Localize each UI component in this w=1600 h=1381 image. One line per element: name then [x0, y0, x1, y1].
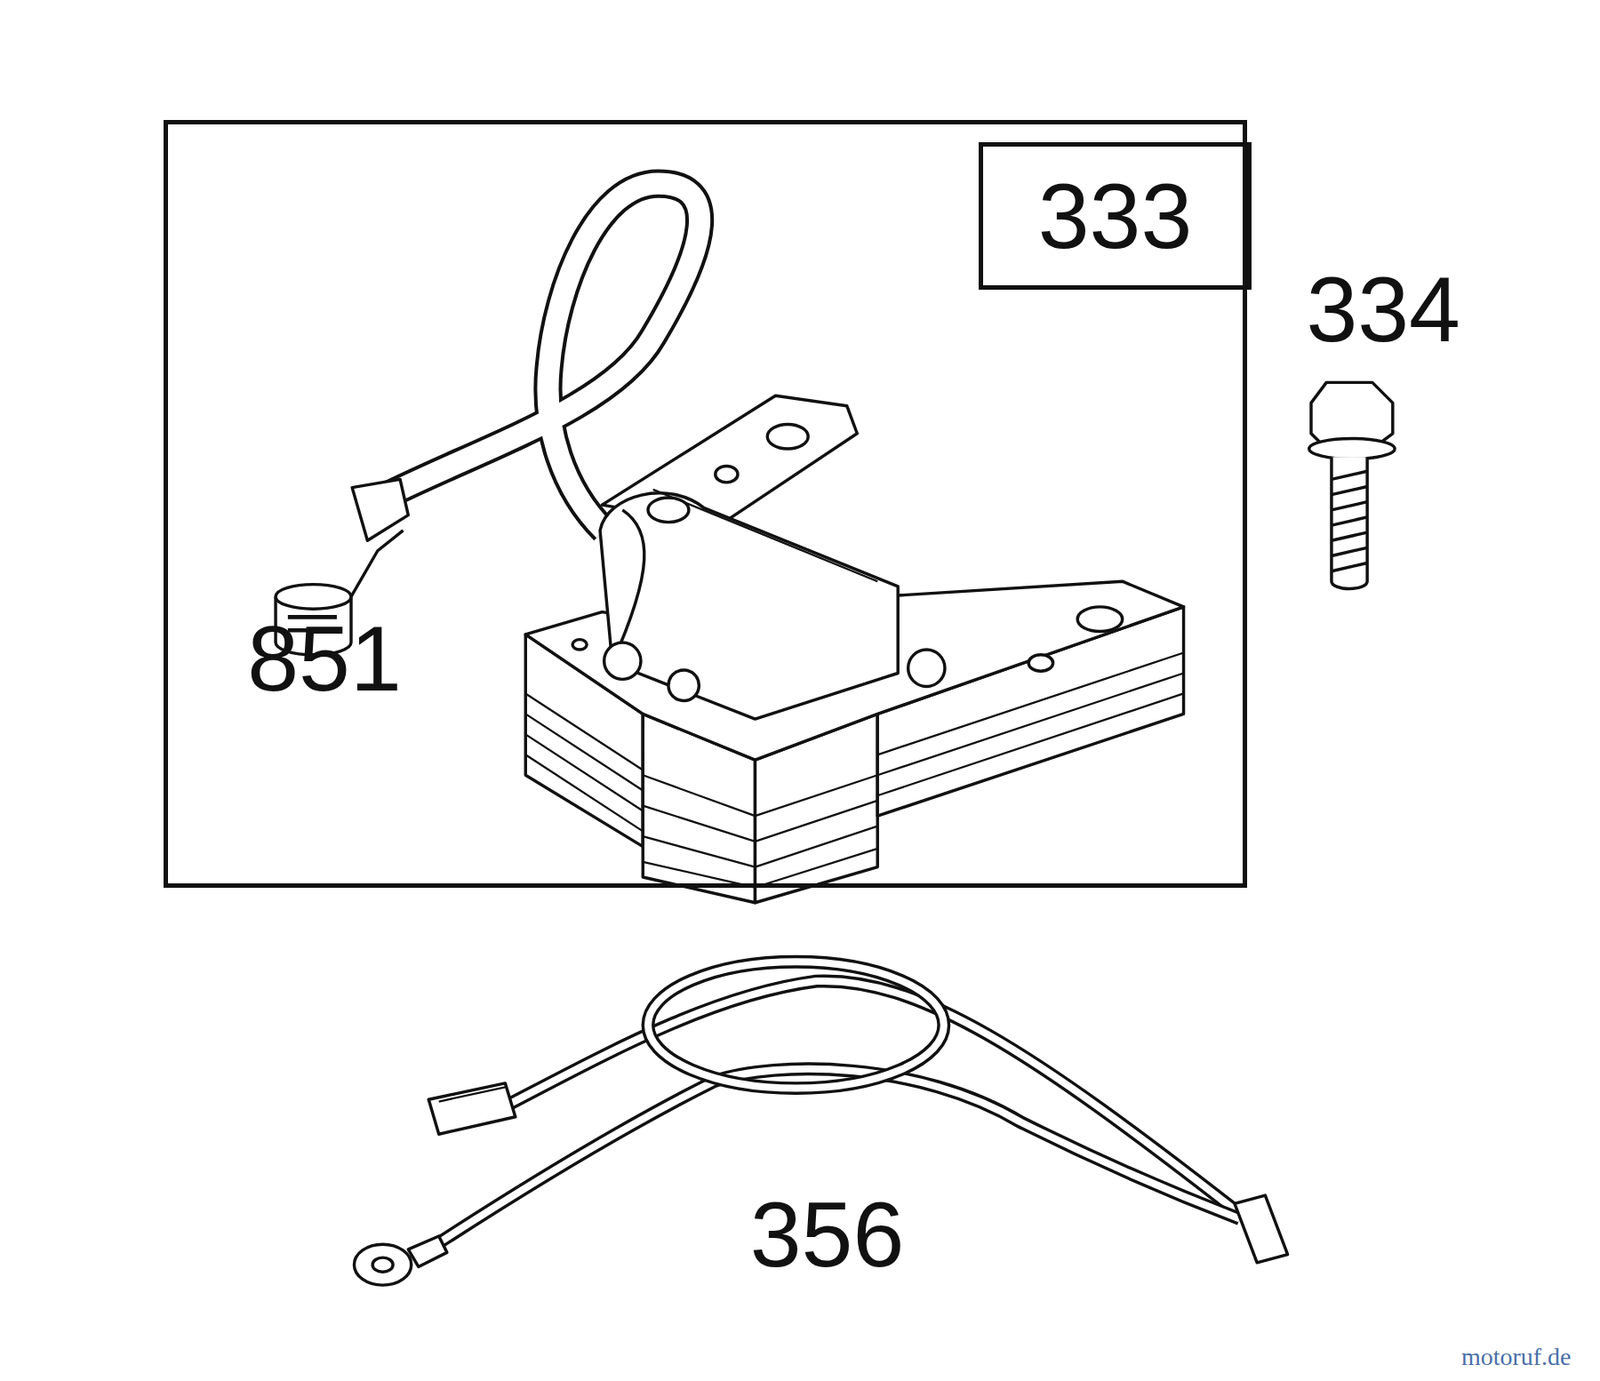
coil-group-box: 851 333 — [163, 120, 1248, 888]
part-number: 333 — [1038, 169, 1193, 263]
callout-number: 851 — [247, 612, 402, 705]
bolt-shaft — [1331, 456, 1368, 589]
spade-terminal — [428, 1083, 516, 1135]
ring-terminal — [353, 1244, 411, 1286]
watermark: motoruf.de — [1461, 1344, 1572, 1370]
callout-number: 356 — [750, 1188, 905, 1281]
part-number-box: 333 — [978, 142, 1252, 290]
coil-body — [600, 493, 898, 720]
callout-number: 334 — [1305, 263, 1461, 356]
plug-cap-top — [275, 584, 352, 610]
spade-terminal — [1234, 1195, 1288, 1264]
